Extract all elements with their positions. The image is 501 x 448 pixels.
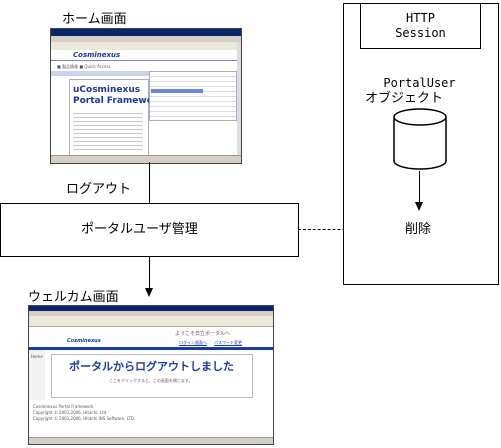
welcome-logout-message: ポータルからログアウトしました	[69, 360, 234, 373]
welcome-header-text: ようこそ日立ポータルへ	[175, 331, 231, 337]
portal-user-object-line2: オブジェクト	[365, 91, 444, 106]
home-screen-screenshot: Cosminexus ■ 製品情報 ■ Quick Access uCosmin…	[50, 28, 242, 164]
welcome-screen-label: ウェルカム画面	[28, 290, 119, 305]
http-session-title-line2: Session	[395, 26, 446, 40]
home-to-mgmt-line	[149, 162, 150, 203]
home-product-line2: Portal Framework	[73, 96, 164, 106]
welcome-footer-1: Cosminexus Portal Framework	[33, 404, 94, 409]
portal-user-object-cylinder	[393, 108, 447, 170]
portal-user-object-line1: PortalUser	[383, 76, 456, 90]
object-to-delete-arrowhead	[415, 202, 423, 211]
delete-dashed-line	[298, 229, 370, 230]
http-session-title-line1: HTTP	[406, 11, 435, 25]
welcome-sub-message[interactable]: ここをクリックすると、この画面を閉じます。	[109, 378, 193, 383]
home-product-line1: uCosminexus	[73, 85, 141, 95]
welcome-password-link[interactable]: パスワード変更	[214, 340, 242, 345]
home-screen-label: ホーム画面	[62, 12, 127, 27]
http-session-title-box: HTTP Session	[360, 3, 481, 49]
mgmt-to-welcome-arrowhead	[145, 288, 153, 297]
logout-label: ログアウト	[66, 182, 132, 197]
welcome-screen-screenshot: ようこそ日立ポータルへ Cosminexus ログイン画面へ パスワード変更 H…	[28, 305, 274, 445]
object-to-delete-line	[419, 171, 420, 203]
mgmt-to-welcome-line	[149, 256, 150, 288]
home-brand: Cosminexus	[73, 51, 121, 59]
portal-user-management-label: ポータルユーザ管理	[81, 222, 198, 237]
welcome-footer-2: Copyright © 2001,2006, Hitachi, Ltd.	[33, 410, 108, 415]
welcome-footer-3: Copyright © 2001,2006, Hitachi INS Softw…	[33, 416, 136, 421]
delete-label: 削除	[405, 222, 432, 237]
welcome-brand: Cosminexus	[67, 338, 101, 344]
welcome-login-link[interactable]: ログイン画面へ	[179, 340, 207, 345]
portal-user-management-box: ポータルユーザ管理	[0, 203, 299, 257]
